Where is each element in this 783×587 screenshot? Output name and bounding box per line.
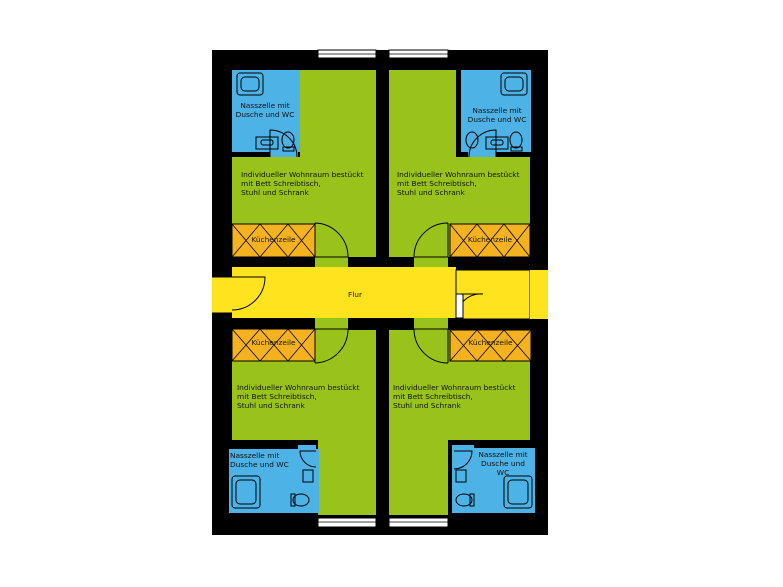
windows: [317, 49, 449, 528]
bath-label-bottom-left: Nasszelle mit Dusche und WC: [230, 451, 289, 469]
kitchen-label-top-right: Küchenzeile: [467, 235, 513, 244]
bath-label-top-left: Nasszelle mit Dusche und WC: [235, 101, 295, 119]
living-rooms: [232, 70, 530, 515]
bath-top-left: [232, 70, 300, 152]
bathrooms: [229, 70, 535, 513]
corridor-label: Flur: [347, 290, 363, 299]
room-label-bottom-left: Individueller Wohnraum bestückt mit Bett…: [237, 383, 360, 410]
corridor: [212, 267, 548, 320]
bath-label-bottom-right: Nasszelle mit Dusche und WC: [478, 450, 528, 477]
room-doors: [231, 222, 484, 364]
bath-bottom-left: [229, 449, 319, 513]
room-bottom-right: [389, 330, 530, 515]
kitchen-label-bottom-left: Küchenzeile: [251, 338, 296, 347]
bath-doors: [269, 129, 497, 470]
room-top-left: [232, 70, 376, 257]
bath-fixtures: [231, 72, 533, 509]
kitchen-label-top-left: Küchenzeile: [251, 235, 296, 244]
room-label-top-right: Individueller Wohnraum bestückt mit Bett…: [397, 170, 520, 197]
room-label-top-left: Individueller Wohnraum bestückt mit Bett…: [241, 170, 364, 197]
room-bottom-left: [232, 330, 376, 515]
room-top-right: [389, 70, 530, 257]
bath-label-top-right: Nasszelle mit Dusche und WC: [467, 106, 527, 124]
room-label-bottom-right: Individueller Wohnraum bestückt mit Bett…: [393, 383, 516, 410]
kitchens: [231, 223, 532, 362]
kitchen-label-bottom-right: Küchenzeile: [468, 338, 513, 347]
